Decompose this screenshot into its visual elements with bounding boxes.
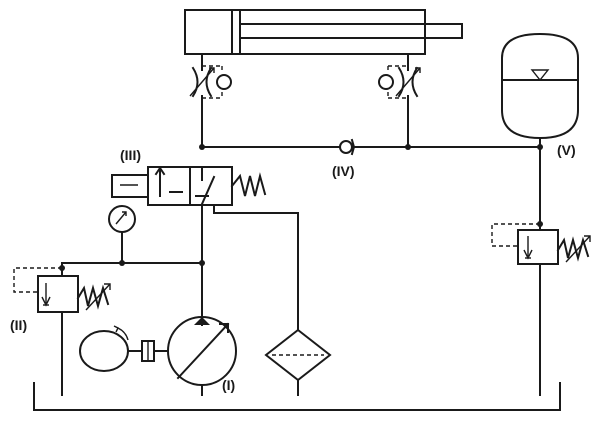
check-valve-label: (IV) bbox=[332, 163, 355, 179]
directional-control-valve bbox=[111, 166, 299, 331]
directional-valve-label: (III) bbox=[120, 147, 141, 163]
pressure-gauge bbox=[108, 205, 136, 266]
right-pressure-relief-valve bbox=[491, 146, 591, 396]
accumulator-label: (V) bbox=[557, 142, 576, 158]
return-filter bbox=[264, 328, 332, 396]
right-flow-control-valve bbox=[378, 53, 421, 148]
accumulator bbox=[501, 32, 579, 148]
pump-label: (I) bbox=[222, 377, 235, 393]
relief-valve-label: (II) bbox=[10, 317, 27, 333]
left-pressure-relief-valve bbox=[13, 262, 203, 396]
left-flow-control-valve bbox=[189, 53, 232, 148]
pump-motor-unit bbox=[79, 316, 237, 396]
reservoir-tank bbox=[33, 382, 561, 411]
hydraulic-cylinder bbox=[184, 9, 463, 55]
main-pressure-line bbox=[199, 144, 543, 150]
check-valve bbox=[339, 138, 356, 156]
